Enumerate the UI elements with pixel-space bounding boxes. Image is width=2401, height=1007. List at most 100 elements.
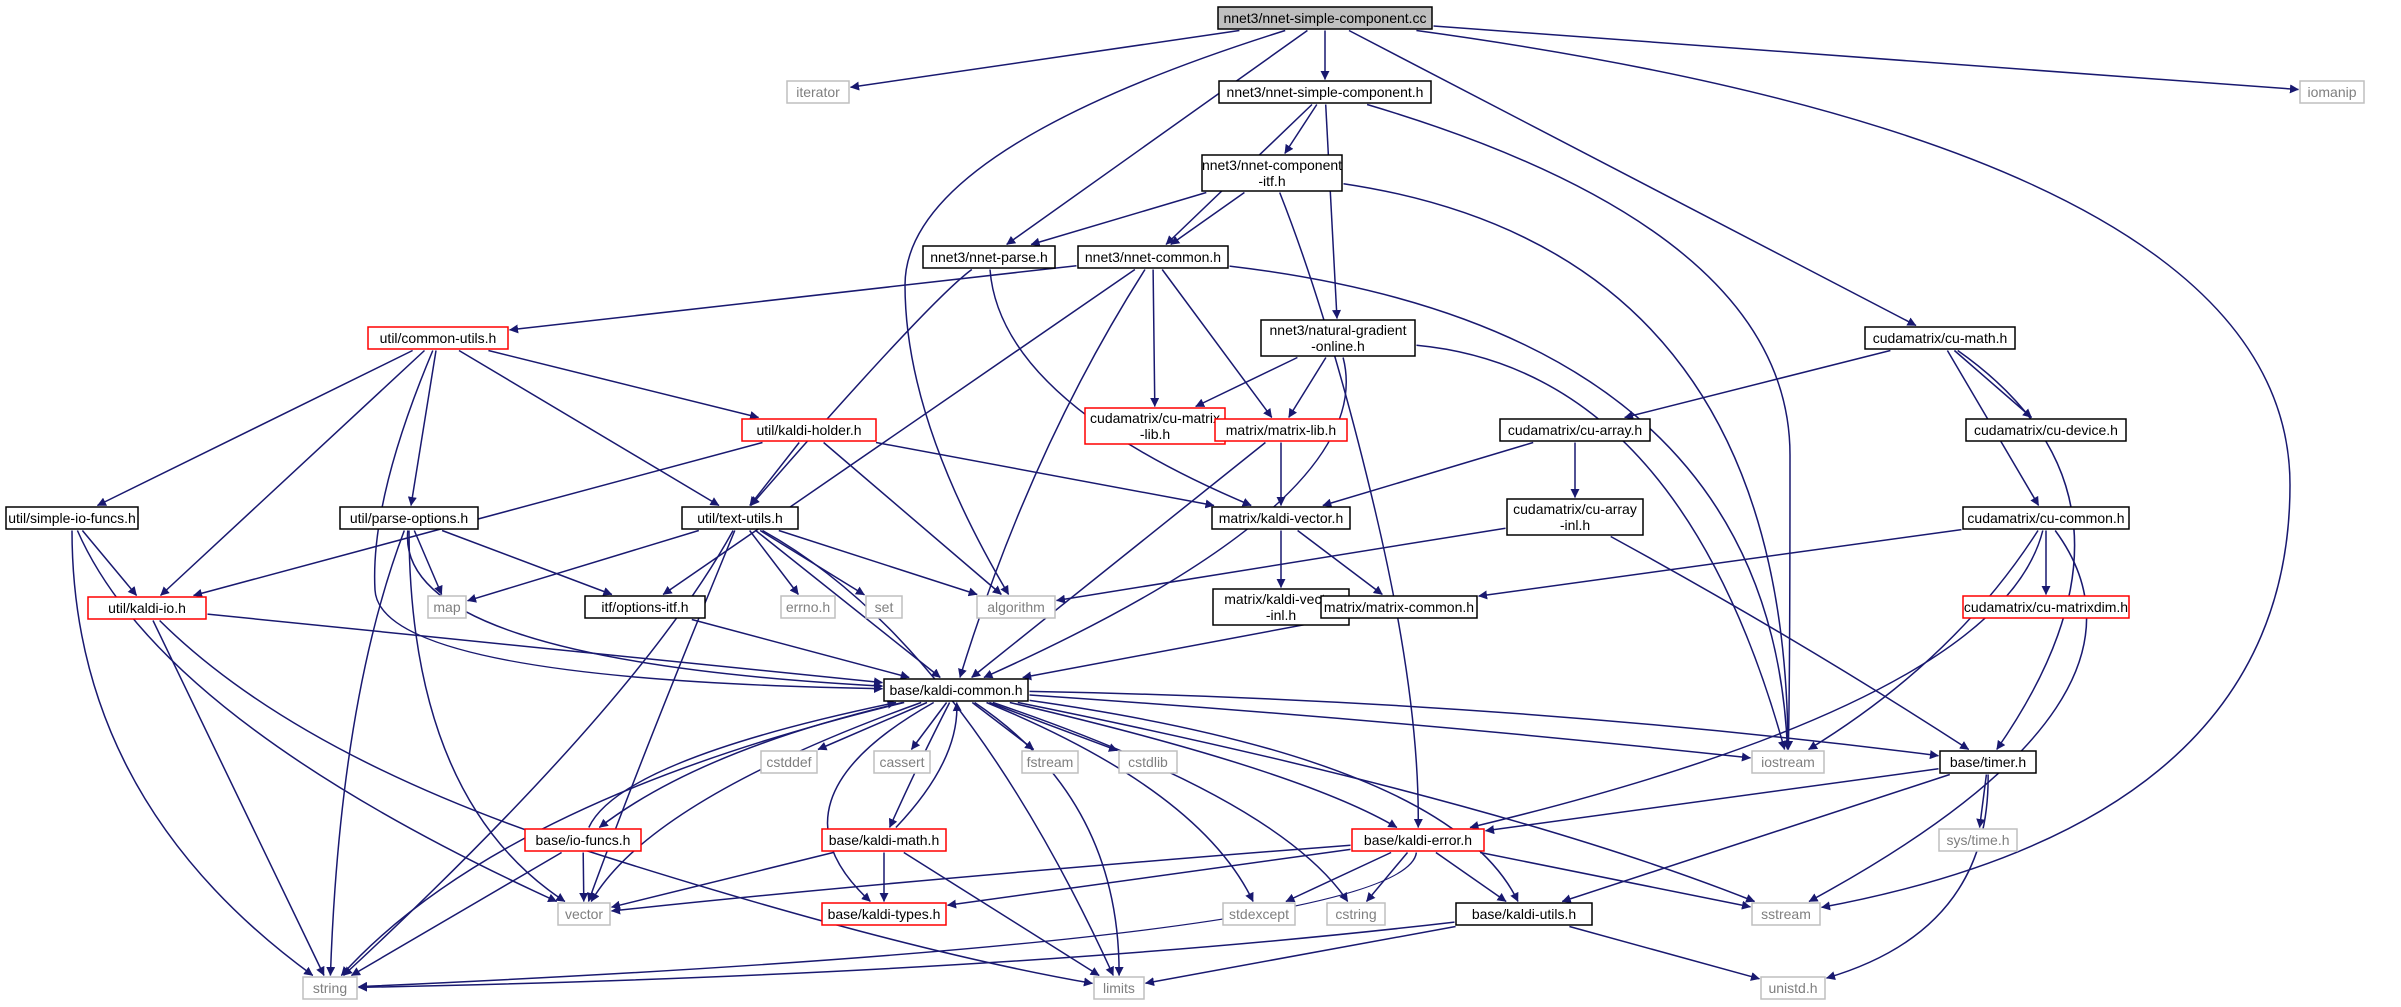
node-parse-options-h[interactable]: util/parse-options.h — [339, 506, 479, 530]
node-box — [1214, 418, 1348, 442]
edge-io-funcs-h-to-string — [351, 851, 562, 977]
edge-kaldi-common-h-to-iostream — [1029, 694, 1751, 762]
node-cu-common-h[interactable]: cudamatrix/cu-common.h — [1962, 506, 2130, 530]
edge-parse-options-h-to-kaldi-common-h — [406, 530, 883, 691]
node-kaldi-io-h[interactable]: util/kaldi-io.h — [87, 596, 207, 620]
node-label: -itf.h — [1258, 173, 1285, 189]
edge-kaldi-error-h-to-kaldi-utils-h — [1435, 851, 1507, 903]
node-cu-array-h[interactable]: cudamatrix/cu-array.h — [1499, 418, 1651, 442]
node-kaldi-types-h[interactable]: base/kaldi-types.h — [821, 902, 947, 926]
node-timer-h[interactable]: base/timer.h — [1939, 750, 2037, 774]
node-box — [1962, 595, 2130, 619]
node-matrix-common-h[interactable]: matrix/matrix-common.h — [1320, 595, 1478, 619]
node-label: cstddef — [766, 754, 811, 770]
edge-matrix-lib-h-to-kaldi-common-h — [971, 441, 1266, 679]
node-iostream: iostream — [1751, 750, 1825, 774]
node-box — [367, 326, 509, 350]
node-box — [1455, 902, 1593, 926]
node-label: cstdlib — [1128, 754, 1168, 770]
node-kaldi-utils-h[interactable]: base/kaldi-utils.h — [1455, 902, 1593, 926]
edge-kaldi-math-h-to-limits — [903, 851, 1100, 977]
node-unistd-h: unistd.h — [1760, 976, 1826, 1000]
node-kaldi-holder-h[interactable]: util/kaldi-holder.h — [741, 418, 877, 442]
edge-parse-options-h-to-string — [326, 530, 406, 976]
node-errno-h: errno.h — [780, 595, 836, 619]
node-label: matrix/kaldi-vector — [1224, 591, 1338, 607]
node-box — [427, 595, 467, 619]
node-nnet-common-h[interactable]: nnet3/nnet-common.h — [1077, 245, 1229, 269]
node-cu-math-h[interactable]: cudamatrix/cu-math.h — [1864, 326, 2016, 350]
node-label: cudamatrix/cu-array.h — [1508, 422, 1642, 438]
node-iomanip: iomanip — [2299, 80, 2365, 104]
edge-common-utils-h-to-simple-io-funcs-h — [96, 349, 413, 507]
node-box — [821, 902, 947, 926]
node-label: cudamatrix/cu-array — [1513, 501, 1637, 517]
edge-text-utils-h-to-algorithm — [778, 529, 978, 597]
edge-cu-common-h-to-kaldi-error-h — [1469, 530, 2044, 830]
node-cu-matrix-lib-h[interactable]: cudamatrix/cu-matrix-lib.h — [1084, 407, 1226, 445]
node-label: base/kaldi-types.h — [828, 906, 941, 922]
edge-nnet-component-itf-h-to-kaldi-error-h — [1279, 192, 1423, 828]
node-cu-array-inl-h[interactable]: cudamatrix/cu-array-inl.h — [1506, 498, 1644, 536]
edge-cu-array-inl-h-to-algorithm — [1056, 527, 1506, 604]
node-cu-matrixdim-h[interactable]: cudamatrix/cu-matrixdim.h — [1962, 595, 2130, 619]
edge-nnet-common-h-to-options-itf-h — [662, 268, 1136, 596]
edge-kaldi-common-h-to-cstring — [992, 701, 1349, 902]
node-box — [1218, 80, 1432, 104]
node-box — [1938, 828, 2018, 852]
node-box — [1751, 750, 1825, 774]
node-box — [584, 595, 706, 619]
edge-kaldi-common-h-to-sstream — [1017, 701, 1756, 903]
node-box — [339, 506, 479, 530]
edge-kaldi-error-h-to-cstring — [1365, 852, 1409, 902]
node-nnet-simple-component-h[interactable]: nnet3/nnet-simple-component.h — [1218, 80, 1432, 104]
edge-nnet-component-itf-h-to-nnet-common-h — [1170, 191, 1245, 246]
edge-nnet-common-h-to-cu-matrix-lib-h — [1150, 269, 1160, 407]
node-box — [1326, 902, 1386, 926]
node-box — [1499, 418, 1651, 442]
node-io-funcs-h[interactable]: base/io-funcs.h — [524, 828, 642, 852]
node-box — [2299, 80, 2365, 104]
edge-kaldi-io-h-to-limits — [159, 619, 1093, 987]
node-label: cstring — [1335, 906, 1376, 922]
node-label: -online.h — [1311, 338, 1365, 354]
node-options-itf-h[interactable]: itf/options-itf.h — [584, 595, 706, 619]
node-cu-device-h[interactable]: cudamatrix/cu-device.h — [1965, 418, 2127, 442]
node-label: string — [313, 980, 347, 996]
node-label: sstream — [1761, 906, 1811, 922]
node-matrix-lib-h[interactable]: matrix/matrix-lib.h — [1214, 418, 1348, 442]
node-box — [557, 902, 611, 926]
node-label: base/timer.h — [1950, 754, 2026, 770]
node-kaldi-vector-h[interactable]: matrix/kaldi-vector.h — [1211, 506, 1351, 530]
node-simple-io-funcs-h[interactable]: util/simple-io-funcs.h — [5, 506, 139, 530]
edge-kaldi-common-h-to-cstddef — [817, 701, 928, 751]
node-label: cudamatrix/cu-math.h — [1873, 330, 2008, 346]
node-common-utils-h[interactable]: util/common-utils.h — [367, 326, 509, 350]
node-label: iomanip — [2307, 84, 2356, 100]
edge-kaldi-common-h-to-io-funcs-h — [598, 701, 903, 829]
node-label: nnet3/natural-gradient — [1270, 322, 1407, 338]
edge-kaldi-common-h-to-limits — [974, 701, 1124, 976]
edge-options-itf-h-to-kaldi-common-h — [691, 618, 910, 680]
node-box — [786, 80, 850, 104]
edge-cu-common-h-to-sstream — [1808, 530, 2088, 903]
edge-kaldi-math-h-to-vector — [611, 851, 834, 910]
node-kaldi-error-h[interactable]: base/kaldi-error.h — [1351, 828, 1485, 852]
node-text-utils-h[interactable]: util/text-utils.h — [681, 506, 799, 530]
node-nnet-parse-h[interactable]: nnet3/nnet-parse.h — [922, 245, 1056, 269]
node-label: algorithm — [987, 599, 1045, 615]
edge-nnet-simple-component-h-to-natural-gradient-online-h — [1324, 104, 1342, 319]
node-label: sys/time.h — [1946, 832, 2009, 848]
node-nnet-simple-component-cc[interactable]: nnet3/nnet-simple-component.cc — [1217, 6, 1433, 30]
node-label: nnet3/nnet-simple-component.cc — [1223, 10, 1426, 26]
node-cstddef: cstddef — [760, 750, 818, 774]
node-nnet-component-itf-h[interactable]: nnet3/nnet-component-itf.h — [1201, 154, 1343, 192]
node-box — [1217, 6, 1433, 30]
node-kaldi-common-h[interactable]: base/kaldi-common.h — [883, 678, 1029, 702]
node-kaldi-math-h[interactable]: base/kaldi-math.h — [821, 828, 947, 852]
node-natural-gradient-online-h[interactable]: nnet3/natural-gradient-online.h — [1260, 319, 1416, 357]
edge-kaldi-common-h-to-cstdlib — [989, 701, 1118, 752]
edge-cu-math-h-to-cu-array-h — [1624, 349, 1891, 420]
node-box — [760, 750, 818, 774]
edge-natural-gradient-online-h-to-matrix-lib-h — [1288, 357, 1327, 418]
